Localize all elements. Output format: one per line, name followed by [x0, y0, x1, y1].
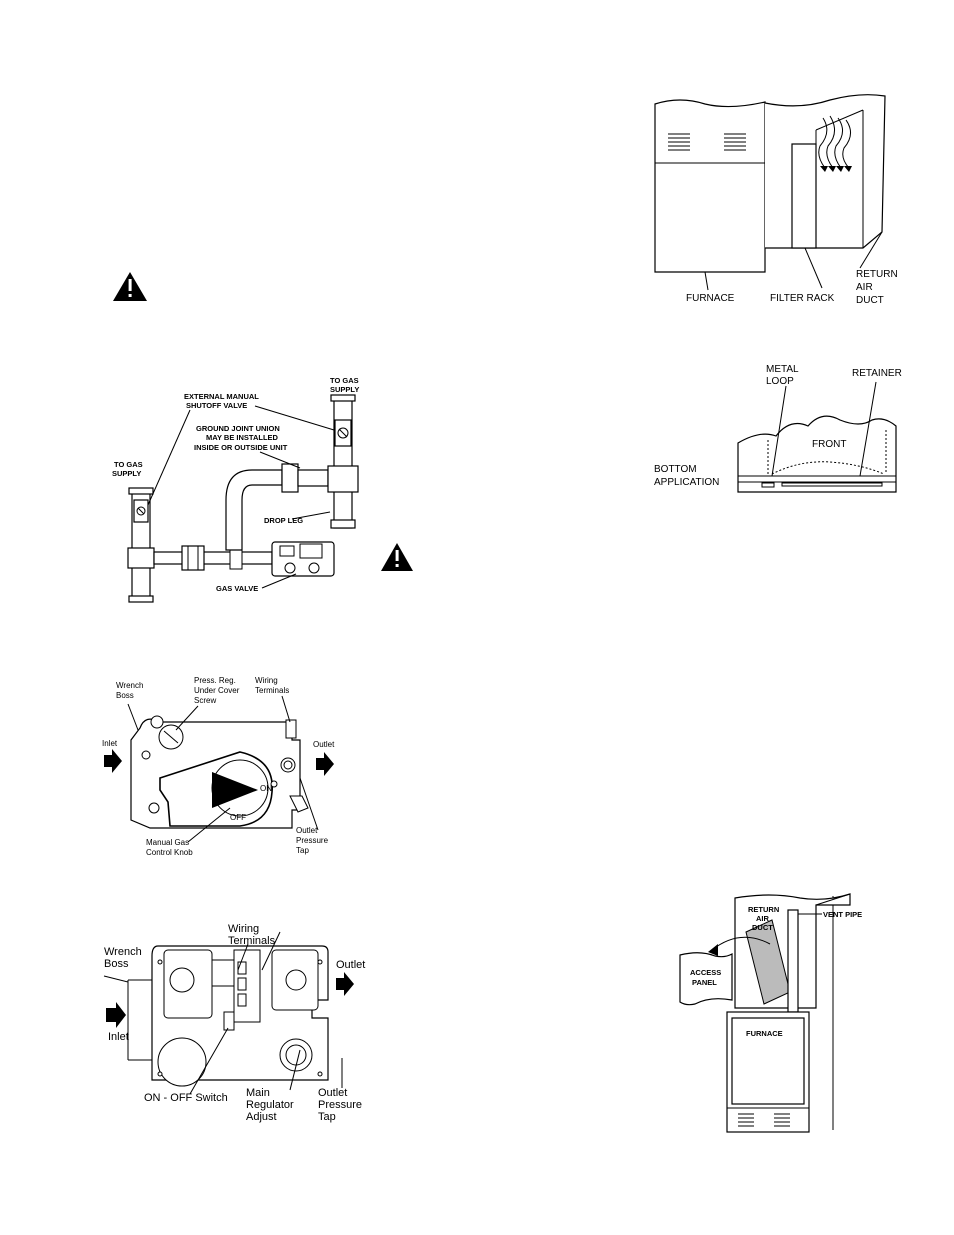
retainer: [781, 482, 883, 487]
label-tap2-3: Tap: [318, 1111, 336, 1123]
label-tap2-2: Pressure: [318, 1099, 362, 1111]
gas-piping-diagram: [127, 394, 359, 603]
label-wrench2-1: Wrench: [104, 946, 142, 958]
label-pressreg-2: Under Cover: [194, 686, 240, 695]
louver-icon: [668, 133, 690, 151]
knob-pointer-icon: [212, 772, 258, 808]
label-wiring2-1: Wiring: [228, 923, 259, 935]
label-inlet: Inlet: [102, 739, 118, 748]
curved-arrow-icon: [708, 944, 718, 956]
label-furnace: FURNACE: [686, 293, 735, 304]
label-outlet: Outlet: [313, 740, 335, 749]
label-mainreg-1: Main: [246, 1087, 270, 1099]
label-tap-3: Tap: [296, 846, 309, 855]
on-off-switch: [223, 1011, 235, 1031]
louver-icon: [738, 1113, 754, 1127]
label-vent-pipe: VENT PIPE: [823, 910, 862, 919]
label-filter-rack: FILTER RACK: [770, 293, 835, 304]
label-bottom-line2: APPLICATION: [654, 477, 719, 488]
label-onoff: ON - OFF Switch: [144, 1092, 228, 1104]
label-wiring-1: Wiring: [255, 676, 278, 685]
label-vent-return-1: RETURN: [748, 905, 779, 914]
metal-loop: [761, 482, 775, 488]
label-pressreg-3: Screw: [194, 696, 216, 705]
label-vent-furnace: FURNACE: [746, 1029, 783, 1038]
vent-access-diagram: [679, 893, 851, 1133]
label-access-1: ACCESS: [690, 968, 721, 977]
gas-valve-switch-diagram: [103, 931, 354, 1095]
label-union-1: GROUND JOINT UNION: [196, 424, 280, 433]
label-external-2: SHUTOFF VALVE: [186, 401, 247, 410]
label-return-air-line2: AIR: [856, 282, 873, 293]
gas-valve-knob-diagram: [104, 695, 334, 843]
label-access-2: PANEL: [692, 978, 717, 987]
label-on: ON: [260, 784, 272, 793]
ground-joint-union: [281, 463, 299, 493]
label-knob-1: Manual Gas: [146, 838, 189, 847]
label-wiring-2: Terminals: [255, 686, 289, 695]
label-pressreg-1: Press. Reg.: [194, 676, 236, 685]
vent-pipe: [787, 909, 799, 1013]
label-union-2: MAY BE INSTALLED: [206, 433, 279, 442]
bottom-application-diagram: [737, 381, 897, 493]
label-retainer: RETAINER: [852, 368, 902, 379]
label-gas-valve: GAS VALVE: [216, 584, 258, 593]
label-wrench-2: Boss: [116, 691, 134, 700]
label-inlet2: Inlet: [108, 1031, 129, 1043]
label-wrench2-2: Boss: [104, 958, 129, 970]
label-to-gas-left-2: SUPPLY: [112, 469, 141, 478]
louver-icon: [774, 1113, 790, 1127]
label-wiring2-2: Terminals: [228, 935, 276, 947]
label-external-1: EXTERNAL MANUAL: [184, 392, 259, 401]
label-front: FRONT: [812, 439, 846, 450]
label-to-gas-right-1: TO GAS: [330, 376, 359, 385]
label-to-gas-right-2: SUPPLY: [330, 385, 359, 394]
manual-gas-knob: [159, 751, 273, 827]
airflow-arrows-icon: [818, 115, 852, 172]
label-union-3: INSIDE OR OUTSIDE UNIT: [194, 443, 288, 452]
inlet-arrow-icon: [106, 1002, 126, 1028]
outlet-arrow-icon: [336, 972, 354, 996]
filter-rack-diagram: [654, 94, 886, 291]
label-tap-1: Outlet: [296, 826, 318, 835]
label-wrench-1: Wrench: [116, 681, 143, 690]
inlet-arrow-icon: [104, 749, 122, 773]
label-outlet2: Outlet: [336, 959, 365, 971]
label-tap2-1: Outlet: [318, 1087, 347, 1099]
label-return-air-line1: RETURN: [856, 269, 898, 280]
access-panel: [679, 952, 733, 1006]
label-metal-line2: LOOP: [766, 376, 794, 387]
label-tap-2: Pressure: [296, 836, 329, 845]
furnace-cabinet: [654, 99, 766, 273]
filter-rack: [791, 143, 817, 249]
label-mainreg-3: Adjust: [246, 1111, 277, 1123]
label-knob-2: Control Knob: [146, 848, 193, 857]
louver-icon: [724, 133, 746, 151]
label-bottom-line1: BOTTOM: [654, 464, 697, 475]
label-metal-line1: METAL: [766, 364, 799, 375]
label-return-air-line3: DUCT: [856, 295, 884, 306]
label-drop-leg: DROP LEG: [264, 516, 303, 525]
label-off: OFF: [230, 813, 246, 822]
label-vent-return-3: DUCT: [752, 923, 773, 932]
label-mainreg-2: Regulator: [246, 1099, 294, 1111]
label-vent-return-2: AIR: [756, 914, 770, 923]
warning-icon: [113, 272, 147, 301]
outlet-arrow-icon: [316, 752, 334, 776]
warning-icon: [381, 543, 413, 571]
label-to-gas-left-1: TO GAS: [114, 460, 143, 469]
